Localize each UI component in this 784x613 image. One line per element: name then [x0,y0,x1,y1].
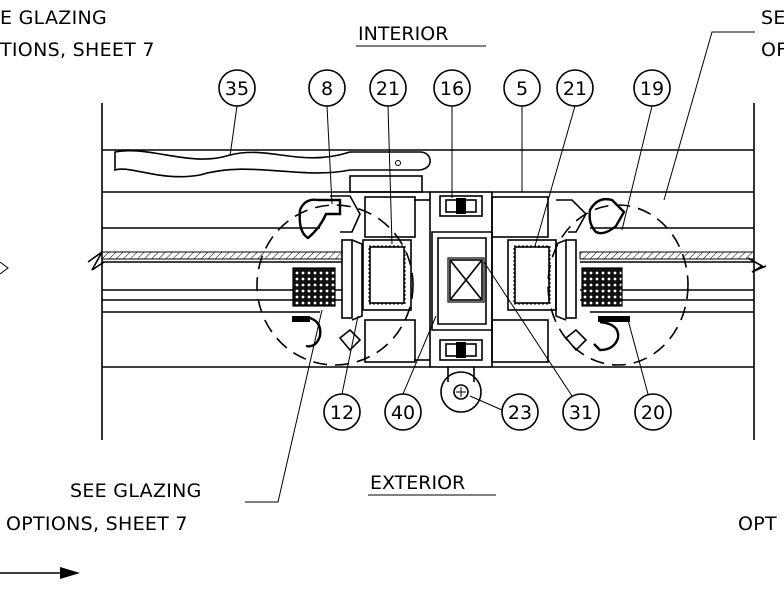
svg-text:21: 21 [376,78,400,100]
callout-5: 5 [503,69,541,192]
exterior-label: EXTERIOR [370,472,465,494]
foam-spacer-right [581,267,623,307]
svg-text:35: 35 [225,78,249,100]
callout-8: 8 [308,69,346,205]
note-top-left-line1: E GLAZING [0,7,107,29]
break-line-left [87,251,105,271]
svg-text:8: 8 [321,78,333,100]
frame-outline [101,103,755,440]
note-bottom-left-line1: SEE GLAZING [70,480,202,502]
leader-bottom-left-note [245,309,323,503]
break-line-far-left [0,261,9,275]
svg-text:16: 16 [440,78,464,100]
fastener [440,367,482,413]
callout-19: 19 [621,69,671,231]
right-glazing-assembly [555,197,630,352]
callout-23: 23 [469,393,539,431]
foam-spacer-left [292,267,336,307]
center-mullion [429,191,493,368]
callout-40: 40 [384,315,437,431]
interior-label: INTERIOR [358,23,448,45]
svg-text:19: 19 [640,78,664,100]
note-bottom-left-line2: OPTIONS, SHEET 7 [6,513,188,535]
callout-16: 16 [433,69,471,198]
exterior-label-group: EXTERIOR [368,472,496,496]
interior-label-group: INTERIOR [356,23,486,47]
left-glazing-assembly [292,195,363,352]
svg-text:5: 5 [516,78,528,100]
callout-21-left: 21 [369,69,407,245]
note-top-left-line2: TIONS, SHEET 7 [0,39,155,61]
glazing-detail-circle-left [256,204,414,366]
svg-text:20: 20 [641,402,665,424]
note-bottom-right: OPT [738,513,777,535]
callout-20: 20 [627,319,672,431]
callout-35: 35 [218,69,256,157]
callout-21-right: 21 [534,69,594,247]
right-tube-section [491,196,557,363]
callout-12: 12 [323,315,361,431]
svg-text:23: 23 [508,402,532,424]
svg-text:21: 21 [563,78,587,100]
note-top-right-line2: OF [761,39,784,61]
handle [114,149,431,193]
direction-arrow [0,567,80,579]
callout-31: 31 [483,261,600,431]
note-top-right-line1: SE [761,7,784,29]
break-line-right [747,257,767,273]
left-tube-section [362,196,430,363]
leader-top-right-note [663,31,755,201]
svg-text:12: 12 [330,402,354,424]
svg-text:40: 40 [391,402,415,424]
svg-text:31: 31 [569,402,593,424]
